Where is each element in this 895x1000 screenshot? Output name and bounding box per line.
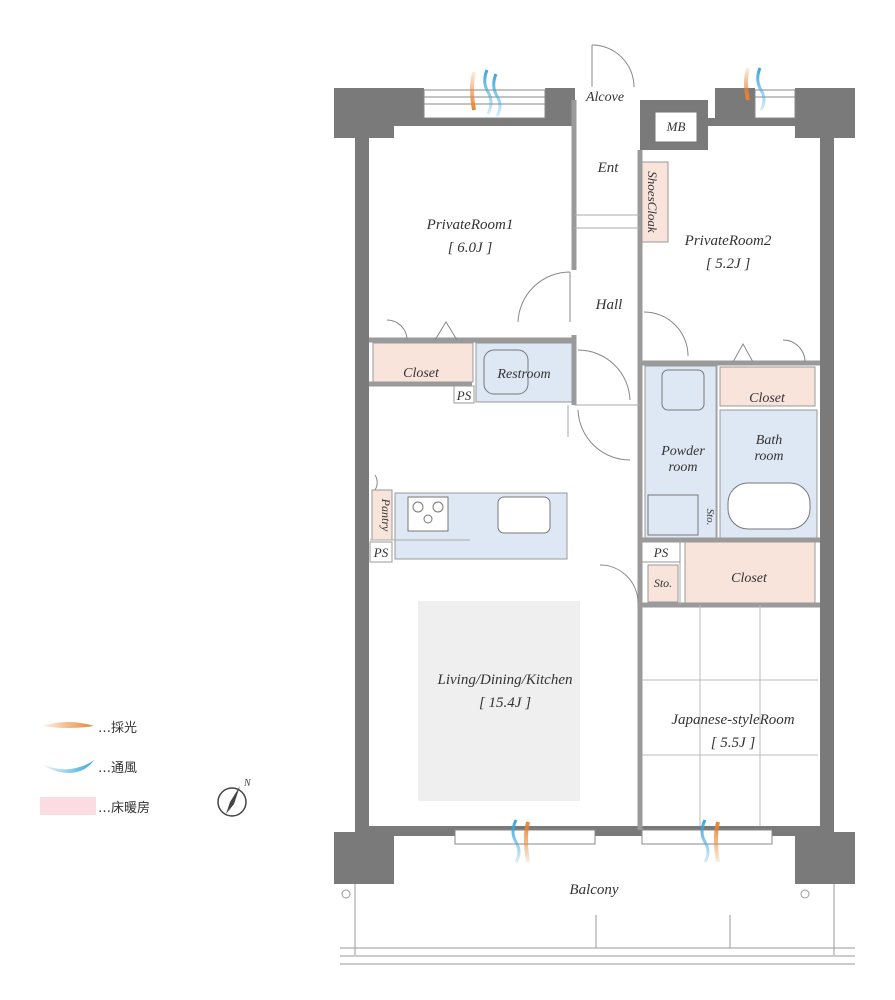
closet-1-label: Closet: [403, 366, 440, 381]
compass-north-label: N: [243, 778, 252, 789]
door-swings: [374, 44, 806, 604]
ldk-size: [ 15.4J ]: [479, 695, 531, 711]
alcove-label: Alcove: [585, 90, 624, 105]
legend-daylight-label: …採光: [98, 721, 138, 736]
sto-1-label: Sto.: [704, 509, 716, 526]
japanese-room-size: [ 5.5J ]: [711, 735, 756, 751]
japanese-room-label: Japanese-styleRoom: [671, 712, 794, 728]
ps-1-label: PS: [456, 388, 472, 403]
pantry-label: Pantry: [379, 498, 393, 532]
legend-ventilation-label: …通風: [98, 761, 138, 776]
ldk-floor-area: [418, 601, 580, 801]
private-room-1-size: [ 6.0J ]: [448, 240, 493, 256]
legend: …採光 …通風 …床暖房: [40, 712, 240, 832]
closet-3-area: [684, 541, 816, 605]
legend-ventilation: …通風: [40, 752, 240, 792]
daylight-arrow-icon: [42, 722, 94, 728]
private-room-2-label: PrivateRoom2: [684, 233, 772, 249]
interior-walls: [369, 100, 820, 830]
sto-2-area: [647, 564, 679, 603]
shoes-cloak-label: ShoesCloak: [645, 171, 660, 233]
compass-icon: N: [217, 778, 252, 817]
mb-box: [654, 111, 698, 143]
balcony-railing: [340, 884, 855, 965]
restroom-label: Restroom: [496, 367, 550, 382]
legend-floor-heating: …床暖房: [40, 792, 240, 832]
bath-room-label-2: room: [754, 449, 783, 464]
closet-2-area: [719, 366, 816, 407]
powder-room-label-1: Powder: [660, 444, 705, 459]
legend-floor-heating-label: …床暖房: [98, 801, 151, 816]
mb-label: MB: [666, 119, 686, 134]
powder-room-area: [644, 365, 718, 539]
airflow-arrows: [470, 67, 766, 863]
powder-room-label-2: room: [668, 460, 697, 475]
hall-label: Hall: [595, 297, 623, 313]
floor-heating-swatch: [40, 797, 96, 815]
tatami-grid: [642, 605, 818, 826]
fixtures: [407, 349, 811, 536]
ent-label: Ent: [597, 160, 620, 176]
balcony-label: Balcony: [569, 882, 618, 898]
private-room-2-size: [ 5.2J ]: [706, 256, 751, 272]
ps-3-label: PS: [653, 545, 669, 560]
shoes-cloak-area: [639, 161, 669, 243]
ldk-label: Living/Dining/Kitchen: [437, 672, 573, 688]
bath-room-label-1: Bath: [756, 433, 782, 448]
private-room-1-label: PrivateRoom1: [426, 217, 514, 233]
legend-daylight: …採光: [40, 712, 240, 752]
sto-2-label: Sto.: [654, 576, 672, 590]
ventilation-arrow-icon: [42, 760, 94, 773]
ps-2-label: PS: [373, 545, 389, 560]
closet-1-area: [372, 342, 474, 383]
closet-2-label: Closet: [749, 391, 786, 406]
closet-3-label: Closet: [731, 571, 768, 586]
